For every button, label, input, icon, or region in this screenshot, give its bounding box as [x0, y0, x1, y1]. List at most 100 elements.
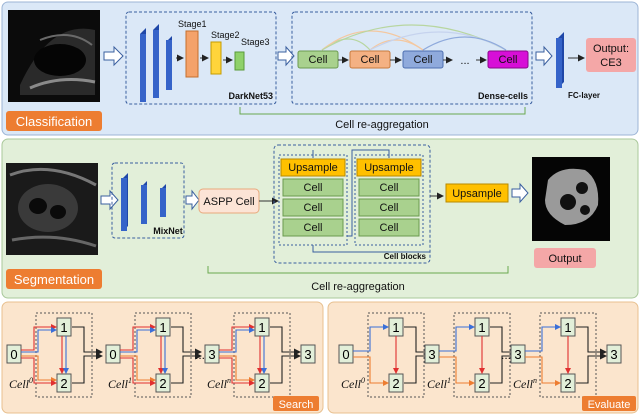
- seg-cell-2c-label: Cell: [380, 222, 399, 234]
- search-group-edge-d-2: [219, 357, 255, 386]
- dense-cell-2-label: Cell: [361, 54, 380, 66]
- evaluate-group-cell-frame-2: [539, 312, 597, 398]
- dense-cell-3-label: Cell: [414, 54, 433, 66]
- search-group-node2-2: [254, 373, 270, 393]
- search-group-node1-0-label: 1: [60, 320, 67, 335]
- evaluate-group-out-top-2: [576, 326, 607, 356]
- mixnet-label: MixNet: [153, 226, 183, 236]
- search-group-node1-1-label: 1: [159, 320, 166, 335]
- search-group-edge-c-2: [219, 355, 255, 383]
- search-group-node1-2: [254, 317, 270, 337]
- search-group-edge-b-0: [21, 327, 57, 353]
- aspp-cell-label: ASPP Cell: [203, 196, 254, 208]
- search-group-input-node-2: [204, 344, 220, 364]
- segmentation-mask-image: [532, 157, 610, 241]
- upsample-2-label: Upsample: [364, 162, 414, 174]
- search-group-out-bot-1: [171, 352, 202, 384]
- evaluate-group-edge-a-0: [353, 324, 389, 352]
- evaluate-group-cell-label-2: Celln: [513, 376, 537, 391]
- reagg-bracket-classification: [239, 107, 526, 115]
- evaluate-group-node2-1-label: 2: [478, 376, 485, 391]
- reagg-label-classification: Cell re-aggregation: [335, 119, 429, 131]
- search-group-out-top-1: [171, 326, 202, 356]
- upsample-output-cell: [445, 183, 509, 203]
- reagg-bracket-segmentation: [207, 266, 509, 274]
- darknet-label: DarkNet53: [228, 91, 273, 101]
- evaluate-group-cell-label-1: Cell1: [427, 376, 451, 391]
- seg-output-box: [534, 248, 596, 268]
- evaluate-group-input-node-1-label: 3: [428, 347, 435, 362]
- search-group-cell-label-0: Cell0: [9, 376, 33, 391]
- segmentation-tag-label: Segmentation: [14, 272, 94, 287]
- search-group-edge-d-0: [21, 357, 57, 386]
- evaluate-group-node2-0: [388, 373, 404, 393]
- ultrasound-image-segmentation: [6, 163, 98, 255]
- search-group-cell-label-2: Celln: [207, 376, 231, 391]
- dense-cell-1-label: Cell: [309, 54, 328, 66]
- seg-cell-1c-label: Cell: [304, 222, 323, 234]
- cell-block-connectors: [312, 149, 430, 253]
- evaluate-group-input-node-0: [338, 344, 354, 364]
- evaluate-group-final-node-label: 3: [610, 347, 617, 362]
- search-group-node2-0-label: 2: [60, 376, 67, 391]
- seg-cell-1c: [282, 218, 344, 237]
- output-line2: CE3: [600, 57, 621, 69]
- darknet-box: [125, 11, 277, 105]
- hollow-arrow-icon: [511, 182, 529, 204]
- stage3-label: Stage3: [241, 37, 270, 47]
- search-group-edge-a-1: [120, 324, 156, 351]
- search-group-edge-c-0: [21, 355, 57, 383]
- search-group-out-top-2: [270, 326, 301, 356]
- search-group-node1-1: [155, 317, 171, 337]
- dense-cell-4-label: Cell: [499, 54, 518, 66]
- fc-layer-face: [556, 38, 562, 88]
- search-group-node2-0: [56, 373, 72, 393]
- evaluate-group-node2-2-label: 2: [564, 376, 571, 391]
- evaluate-group-edge-a-1: [439, 324, 475, 352]
- evaluate-group-input-node-0-label: 0: [342, 347, 349, 362]
- seg-cell-1b: [282, 198, 344, 217]
- evaluate-tag: [582, 396, 636, 411]
- hollow-arrow-icon: [535, 45, 553, 67]
- evaluate-group-node2-0-label: 2: [392, 376, 399, 391]
- upsample-1-label: Upsample: [288, 162, 338, 174]
- search-group-input-node-1-label: 0: [109, 347, 116, 362]
- reagg-label-segmentation: Cell re-aggregation: [311, 281, 405, 293]
- dense-cell-4: [487, 50, 529, 69]
- search-group-edge-c-1: [120, 355, 156, 383]
- search-group-edge-a-2: [219, 324, 255, 351]
- seg-cell-1a: [282, 178, 344, 197]
- search-group-edge-a-0: [21, 324, 57, 351]
- output-ce3-box: [586, 38, 636, 72]
- upsample-output-label: Upsample: [452, 188, 502, 200]
- search-group-cell-label-1: Cell1: [108, 376, 132, 391]
- evaluate-group-cell-frame-0: [367, 312, 425, 398]
- search-group-ellipsis: ...: [195, 348, 205, 362]
- hollow-arrow-icon: [185, 189, 200, 211]
- evaluate-group-node2-2: [560, 373, 576, 393]
- stage1-label: Stage1: [178, 19, 207, 29]
- evaluate-group-node1-1-label: 1: [478, 320, 485, 335]
- dense-ellipsis: ...: [460, 55, 469, 67]
- mixnet-blocks: [121, 173, 166, 231]
- upsample-cell-1: [280, 158, 346, 177]
- evaluate-group-node1-0-label: 1: [392, 320, 399, 335]
- seg-cell-2c: [358, 218, 420, 237]
- search-group-node1-0: [56, 317, 72, 337]
- evaluate-group-node2-1: [474, 373, 490, 393]
- seg-cell-1a-label: Cell: [304, 182, 323, 194]
- dense-cells-label: Dense-cells: [478, 91, 528, 101]
- search-group-node2-2-label: 2: [258, 376, 265, 391]
- search-group-edge-d-1: [120, 357, 156, 386]
- search-cells: 012Cell0012Cell1312Celln3...: [6, 312, 316, 398]
- seg-cell-2a-label: Cell: [380, 182, 399, 194]
- dense-connections: [321, 24, 507, 51]
- evaluate-group-final-node: [606, 344, 622, 364]
- seg-cell-2a: [358, 178, 420, 197]
- search-group-input-node-0-label: 0: [10, 347, 17, 362]
- search-group-input-node-2-label: 3: [208, 347, 215, 362]
- search-tag-label: Search: [279, 399, 314, 411]
- evaluate-group-cell-frame-1: [453, 312, 511, 398]
